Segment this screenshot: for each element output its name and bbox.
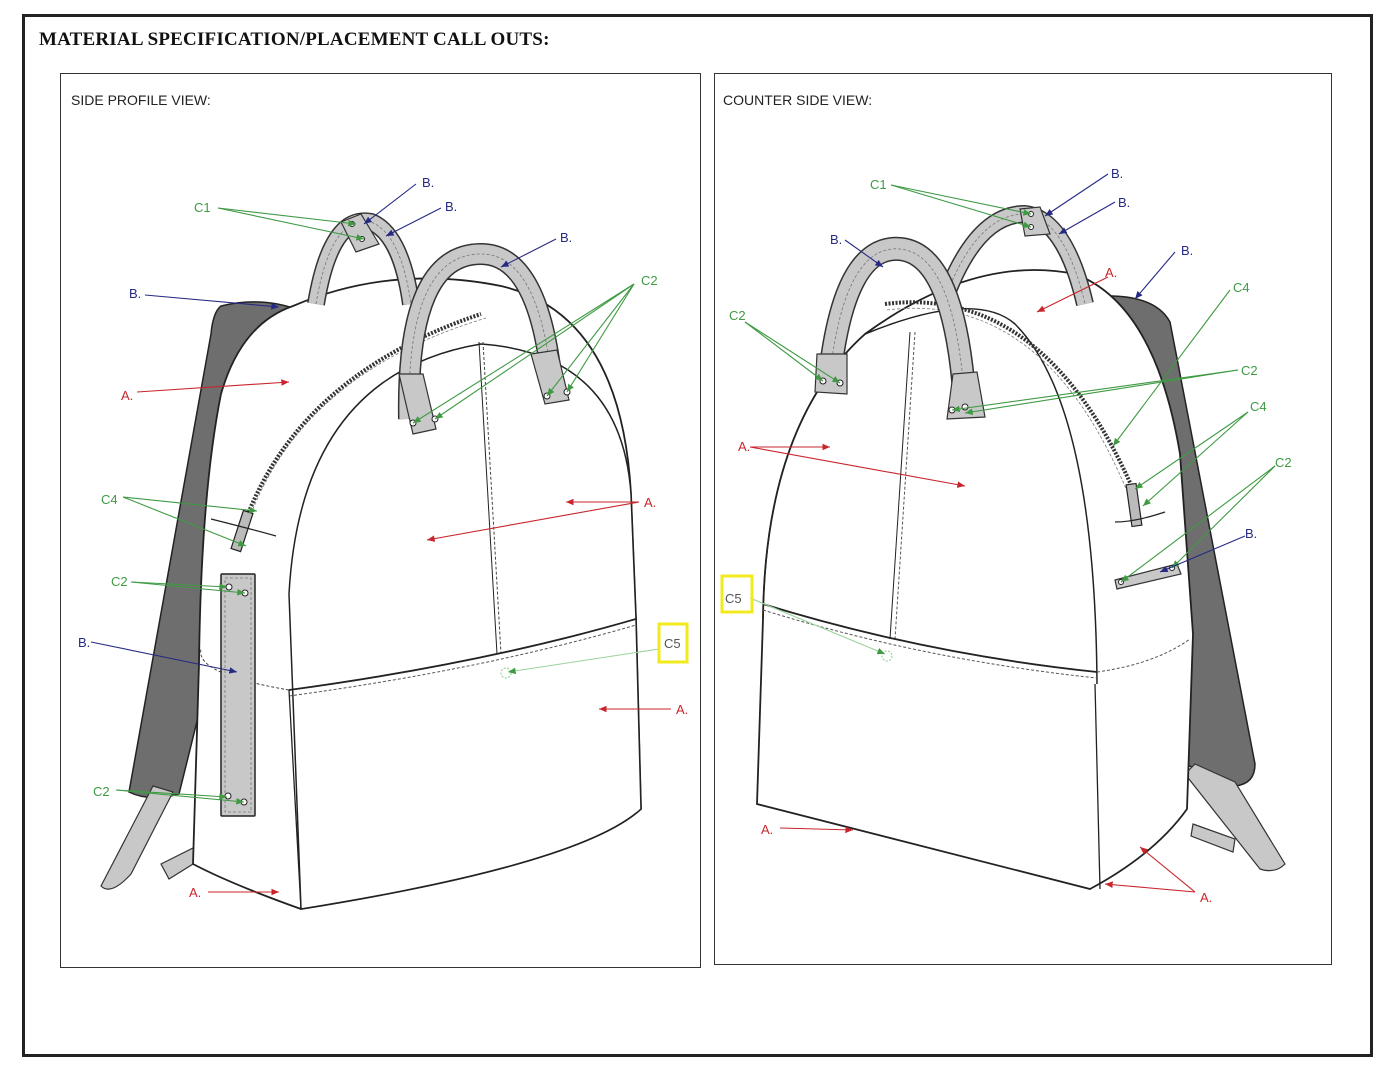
- side-loop: [220, 573, 256, 817]
- label-c2-handle: C2: [641, 273, 658, 288]
- c5-highlight-box: [720, 574, 754, 614]
- label-a-upper: A.: [121, 388, 133, 403]
- label-c2-left: C2: [729, 308, 746, 323]
- label-c5: C5: [664, 636, 681, 651]
- label-b-top2: B.: [445, 199, 457, 214]
- sheet-title: MATERIAL SPECIFICATION/PLACEMENT CALL OU…: [39, 29, 550, 50]
- label-c2-mid: C2: [1241, 363, 1258, 378]
- zipper-track: [244, 312, 482, 520]
- front-dome: [288, 343, 642, 910]
- label-a-bottom-right: A.: [1200, 890, 1212, 905]
- label-a-bottom-left: A.: [761, 822, 773, 837]
- horizontal-seam: [288, 618, 637, 691]
- spec-sheet: MATERIAL SPECIFICATION/PLACEMENT CALL OU…: [22, 14, 1373, 1057]
- horizontal-seam: [762, 603, 1098, 673]
- label-b-tab: B.: [1245, 526, 1257, 541]
- zipper-pull: [230, 509, 254, 553]
- label-a-lower-right: A.: [676, 702, 688, 717]
- label-b-back: B.: [1181, 243, 1193, 258]
- label-b-top1: B.: [1111, 166, 1123, 181]
- shoulder-strap-bottom: [100, 785, 174, 890]
- label-a-bottom: A.: [189, 885, 201, 900]
- label-c4-upper: C4: [1233, 280, 1250, 295]
- side-profile-panel: SIDE PROFILE VIEW:: [60, 73, 701, 968]
- label-b-handle: B.: [560, 230, 572, 245]
- counter-side-drawing: C1 B. B. B. B. A. C4 C2 C2 A. C4 C2 B. C…: [720, 166, 1292, 905]
- label-b-handle: B.: [830, 232, 842, 247]
- label-c5: C5: [725, 591, 742, 606]
- top-cap: [1019, 206, 1051, 237]
- zipper-track: [884, 300, 1137, 495]
- side-profile-title: SIDE PROFILE VIEW:: [71, 92, 211, 108]
- label-c4-lower: C4: [1250, 399, 1267, 414]
- label-a-top: A.: [1105, 265, 1117, 280]
- zipper-pull: [1125, 482, 1143, 528]
- label-c2-loop-bottom: C2: [93, 784, 110, 799]
- label-a-front: A.: [644, 495, 656, 510]
- label-c4: C4: [101, 492, 118, 507]
- label-c1: C1: [870, 177, 887, 192]
- counter-side-title: COUNTER SIDE VIEW:: [723, 92, 873, 108]
- shoulder-strap-bottom: [1184, 763, 1286, 872]
- label-b-loop: B.: [78, 635, 90, 650]
- c5-highlight-box: [657, 622, 689, 664]
- front-dome: [762, 307, 1098, 685]
- label-c2-loop-top: C2: [111, 574, 128, 589]
- side-profile-drawing: C1 B. B. B. B. C2 A. C4 A. C2 B. C5 A. C…: [78, 175, 689, 910]
- label-c1: C1: [194, 200, 211, 215]
- label-b-top1: B.: [422, 175, 434, 190]
- label-c2-right: C2: [1275, 455, 1292, 470]
- label-b-back: B.: [129, 286, 141, 301]
- label-b-top2: B.: [1118, 195, 1130, 210]
- counter-side-panel: COUNTER SIDE VIEW:: [714, 73, 1332, 965]
- label-a-front: A.: [738, 439, 750, 454]
